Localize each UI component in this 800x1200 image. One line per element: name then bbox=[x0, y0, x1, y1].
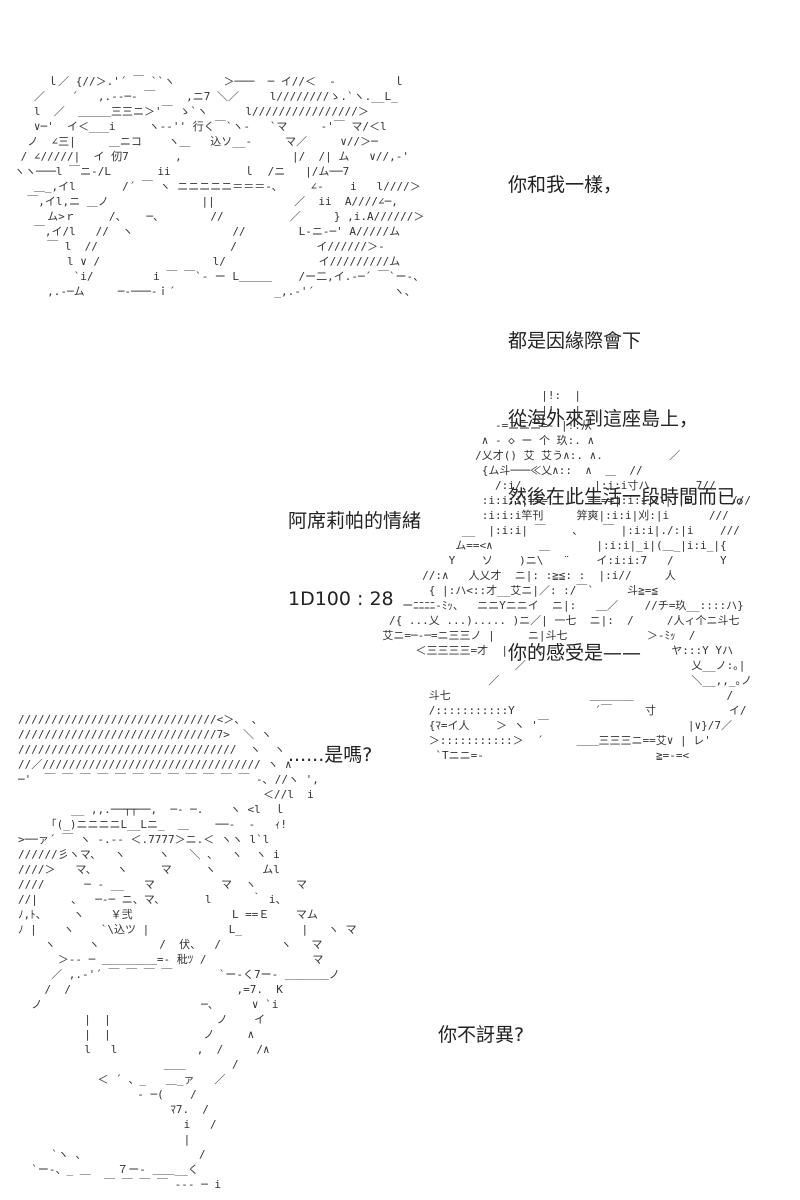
dialogue-panel-3: 你不訝異? bbox=[438, 970, 524, 1100]
ascii-art-panel-3: //////////////////////////////<＞、 ､ ////… bbox=[18, 713, 357, 1190]
dialogue-line: 你不訝異? bbox=[438, 1024, 525, 1046]
dialogue-line: 阿席莉帕的情緒 bbox=[288, 510, 422, 532]
dialogue-panel-2: 阿席莉帕的情緒 1D100 : 28 ......是嗎? bbox=[288, 456, 421, 820]
dialogue-line: 然後在此生活一段時間而已。 bbox=[508, 486, 756, 508]
dialogue-line: ......是嗎? bbox=[288, 744, 373, 766]
dialogue-gap bbox=[508, 250, 755, 276]
dialogue-panel-1: 你和我一樣， 都是因緣際會下 從海外來到這座島上， 然後在此生活一段時間而已。 … bbox=[508, 120, 755, 718]
dialogue-line: 從海外來到這座島上， bbox=[508, 408, 699, 430]
ascii-art-panel-2: |!: | |!: | -=ニニニ=- |!:从 ∧ - ◇ ー 个 玖:. ∧… bbox=[382, 389, 752, 762]
dialogue-line: 你的感受是—— bbox=[508, 642, 642, 664]
dialogue-gap bbox=[288, 664, 421, 690]
dialogue-line: 都是因緣際會下 bbox=[508, 330, 642, 352]
ascii-art-panel-1: ｌ／ {//＞.'´ ￣ ``ヽ ＞─── ─ イ//＜ ‐ ｌ ／ ´ ,.-… bbox=[14, 75, 425, 298]
dialogue-line: 你和我一樣， bbox=[508, 174, 623, 196]
dice-roll-result: 1D100 : 28 bbox=[288, 588, 394, 610]
